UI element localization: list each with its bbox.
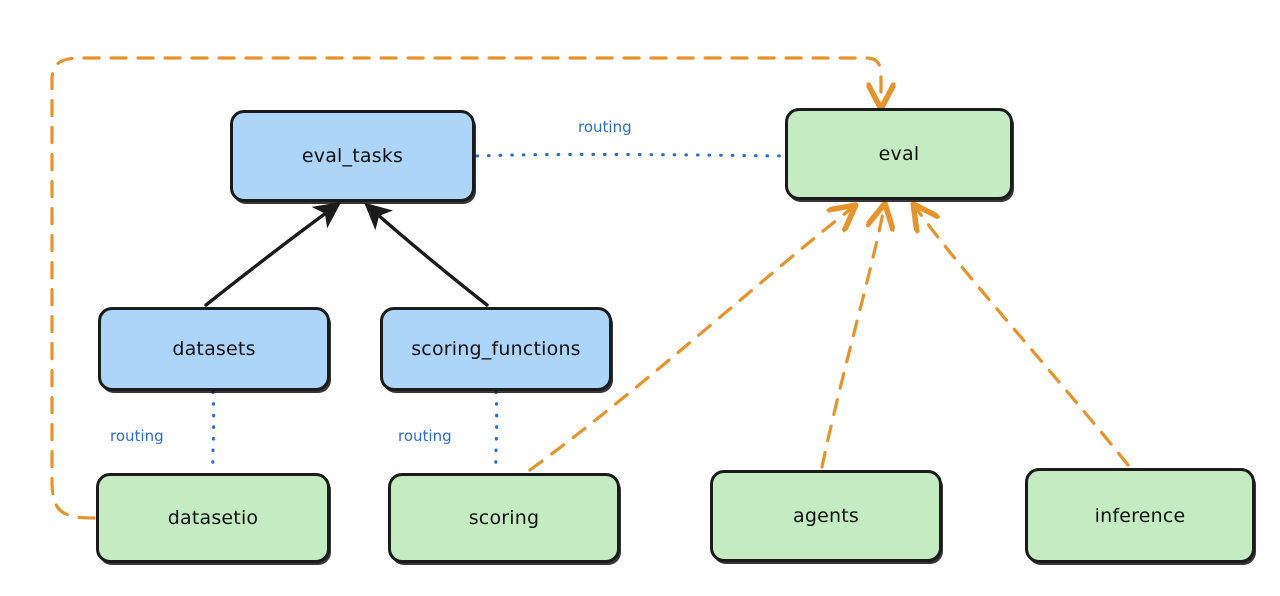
routing-edge-scoring-functions-to-scoring (494, 390, 499, 473)
node-inference[interactable]: inference (1025, 468, 1255, 563)
node-label: eval (878, 143, 920, 165)
edge-label-datasets-routing: routing (110, 427, 164, 445)
node-label: datasets (172, 338, 256, 360)
node-label: inference (1094, 504, 1186, 527)
node-label: agents (793, 505, 859, 527)
node-scoring[interactable]: scoring (388, 473, 620, 563)
provider-edge-scoring-to-eval (528, 208, 852, 472)
node-label: scoring_functions (411, 338, 581, 360)
routing-edge-eval-tasks-to-eval (475, 152, 785, 158)
edge-label-scoring-routing: routing (398, 427, 452, 445)
provider-edge-datasetio-to-eval (50, 56, 881, 520)
edge-label-eval-routing: routing (578, 118, 632, 136)
node-label: datasetio (167, 507, 259, 529)
routing-edge-datasets-to-datasetio (211, 390, 216, 473)
node-agents[interactable]: agents (710, 470, 942, 562)
node-datasets[interactable]: datasets (98, 307, 330, 391)
node-datasetio[interactable]: datasetio (96, 473, 330, 563)
dependency-edge-datasets-to-eval-tasks (204, 202, 342, 307)
node-label: scoring (468, 507, 540, 529)
provider-edge-inference-to-eval (916, 208, 1130, 467)
provider-edge-agents-to-eval (820, 208, 884, 469)
dependency-edge-scoring-functions-to-eval-tasks (364, 202, 489, 307)
node-scoring-functions[interactable]: scoring_functions (380, 307, 612, 391)
node-eval-tasks[interactable]: eval_tasks (230, 110, 475, 202)
node-label: eval_tasks (301, 145, 404, 167)
node-eval[interactable]: eval (785, 108, 1013, 200)
